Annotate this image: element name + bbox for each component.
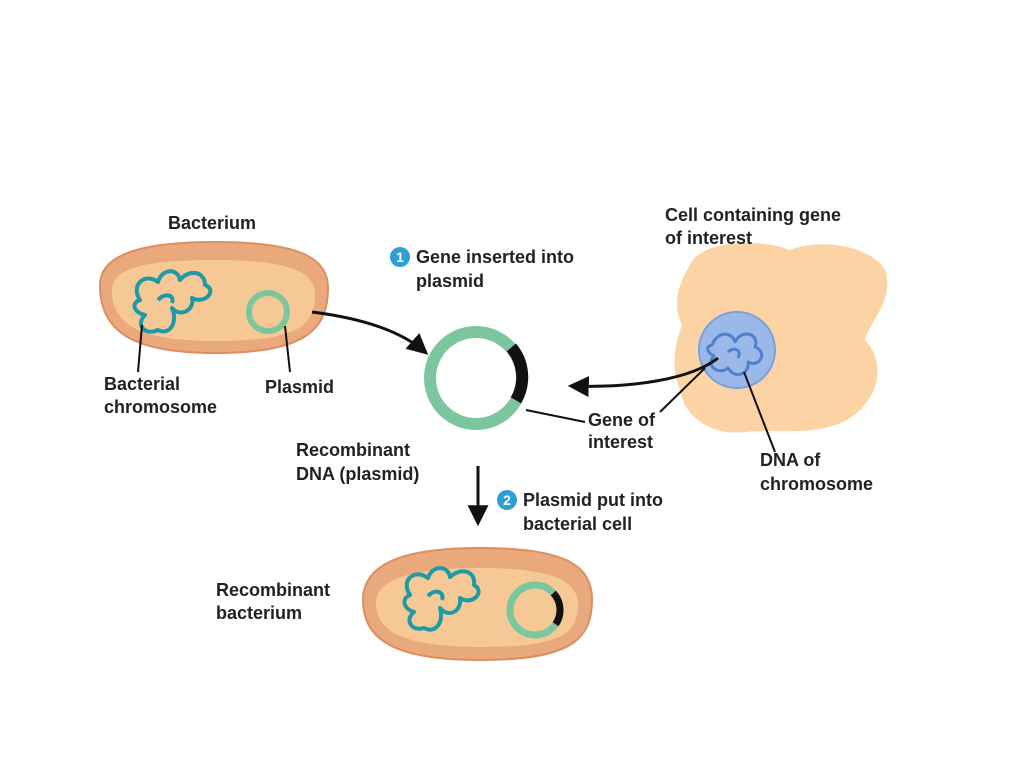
leader-dna-of-chromosome [743, 371, 776, 453]
step-1-badge: 1 [390, 247, 410, 267]
label-dna-of-chromosome-1: DNA of [760, 450, 821, 470]
label-bacterium: Bacterium [168, 213, 257, 233]
bacterium-cell [98, 240, 330, 355]
step-2-badge: 2 [497, 490, 517, 510]
label-cell-gene-2: of interest [665, 228, 753, 248]
label-cell-gene-1: Cell containing gene [665, 205, 842, 225]
label-recombinant-dna-2: DNA (plasmid) [296, 464, 420, 484]
step-2-text-2: bacterial cell [523, 514, 633, 534]
label-recombinant-bacterium-2: bacterium [216, 603, 303, 623]
recombinant-bacterium-gene [550, 590, 564, 627]
label-recombinant-dna-1: Recombinant [296, 440, 411, 460]
bacterial-chromosome [132, 269, 213, 334]
arrow-gene-to-plasmid [567, 356, 719, 398]
label-bacterial-chromosome-1: Bacterial [104, 374, 181, 394]
recombinant-bacterium-chromosome [402, 566, 481, 632]
leader-gene-of-interest [525, 409, 586, 423]
label-gene-of-interest-2: interest [588, 432, 654, 452]
label-recombinant-bacterium-1: Recombinant [216, 580, 331, 600]
leader-plasmid [284, 325, 291, 373]
step-1: 1 Gene inserted into plasmid [390, 245, 574, 293]
nucleus-dna [706, 332, 764, 377]
gene-insert-segment [506, 343, 529, 404]
label-bacterial-chromosome-2: chromosome [104, 397, 218, 417]
label-dna-of-chromosome-2: chromosome [760, 474, 874, 494]
label-plasmid: Plasmid [265, 377, 335, 397]
step-2-text-1: Plasmid put into [523, 490, 664, 510]
step-1-text-1: Gene inserted into [416, 247, 575, 267]
step-2: 2 Plasmid put into bacterial cell [497, 488, 663, 536]
recombinant-plasmid [424, 326, 528, 430]
label-gene-of-interest-1: Gene of [588, 410, 656, 430]
leader-bacterial-chromosome [137, 324, 143, 373]
plasmid-small [246, 290, 290, 334]
leader-gene-to-nucleus [659, 367, 706, 413]
step-1-text-2: plasmid [416, 271, 485, 291]
arrow-plasmid-to-recombinant [311, 310, 429, 355]
